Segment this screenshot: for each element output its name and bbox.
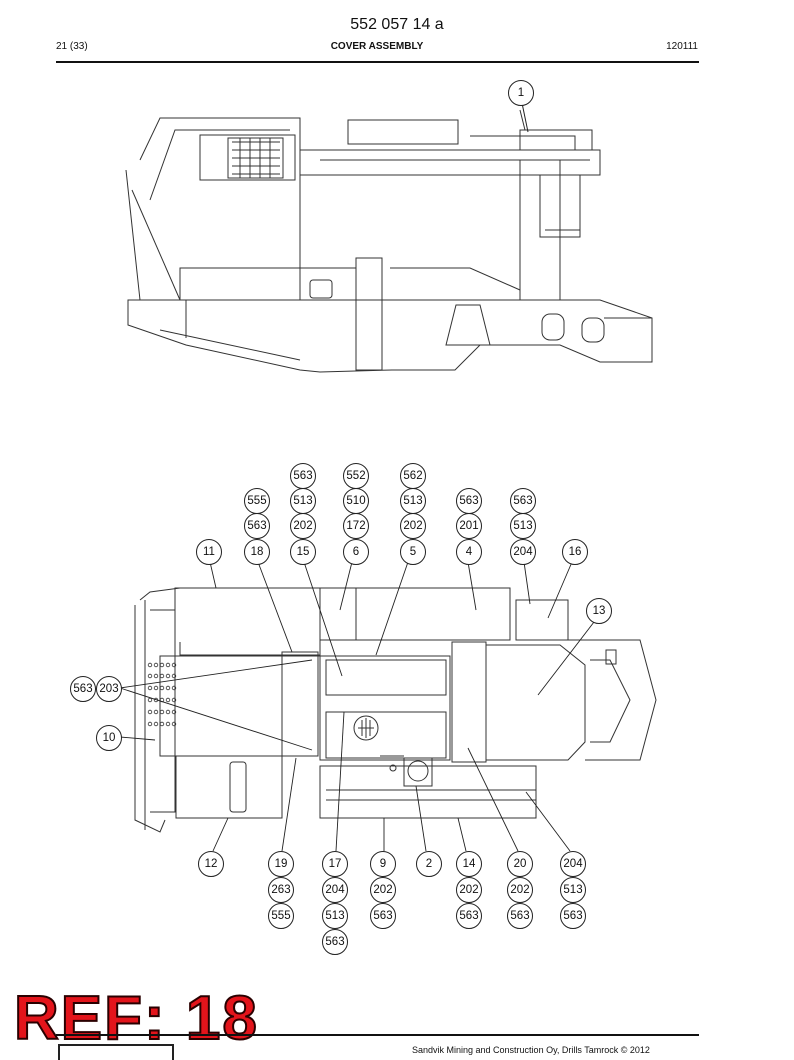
footer-divider	[56, 1034, 699, 1036]
callout-16: 16	[562, 539, 588, 565]
callout-10: 10	[96, 725, 122, 751]
callout-563: 563	[244, 513, 270, 539]
callout-201: 201	[456, 513, 482, 539]
plan-view-drawing	[134, 587, 657, 833]
callout-202: 202	[456, 877, 482, 903]
callout-513: 513	[322, 903, 348, 929]
callout-563: 563	[560, 903, 586, 929]
callout-9: 9	[370, 851, 396, 877]
callout-202: 202	[507, 877, 533, 903]
callout-172: 172	[343, 513, 369, 539]
callout-14: 14	[456, 851, 482, 877]
callout-13: 13	[586, 598, 612, 624]
callout-562: 562	[400, 463, 426, 489]
callout-203: 203	[96, 676, 122, 702]
leader-lines	[119, 561, 595, 852]
callout-555: 555	[244, 488, 270, 514]
reference-stamp: REF: 18	[13, 983, 259, 1054]
callout-563: 563	[70, 676, 96, 702]
callout-6: 6	[343, 539, 369, 565]
document-number: 552 057 14 a	[350, 16, 444, 33]
callout-204: 204	[510, 539, 536, 565]
footer-copyright: Sandvik Mining and Construction Oy, Dril…	[412, 1045, 650, 1055]
callout-1: 1	[508, 80, 534, 106]
callout-563: 563	[370, 903, 396, 929]
page-title: COVER ASSEMBLY	[330, 41, 424, 52]
callout-4: 4	[456, 539, 482, 565]
callout-555: 555	[268, 903, 294, 929]
revision-date: 120111	[666, 41, 698, 52]
callout-563: 563	[290, 463, 316, 489]
callout-5: 5	[400, 539, 426, 565]
page-number: 21 (33)	[56, 41, 88, 52]
header-row: 21 (33) COVER ASSEMBLY 120111	[56, 41, 698, 55]
callout-2: 2	[416, 851, 442, 877]
side-view-drawing	[125, 109, 653, 373]
callout-20: 20	[507, 851, 533, 877]
callout-563: 563	[456, 488, 482, 514]
callout-202: 202	[370, 877, 396, 903]
callout-204: 204	[322, 877, 348, 903]
callout-263: 263	[268, 877, 294, 903]
callout-563: 563	[507, 903, 533, 929]
callout-513: 513	[510, 513, 536, 539]
callout-204: 204	[560, 851, 586, 877]
callout-15: 15	[290, 539, 316, 565]
callout-513: 513	[400, 488, 426, 514]
callout-513: 513	[560, 877, 586, 903]
callout-552: 552	[343, 463, 369, 489]
callout-563: 563	[322, 929, 348, 955]
callout-12: 12	[198, 851, 224, 877]
callout-11: 11	[196, 539, 222, 565]
callout-563: 563	[456, 903, 482, 929]
callout-202: 202	[290, 513, 316, 539]
callout-510: 510	[343, 488, 369, 514]
callout-18: 18	[244, 539, 270, 565]
callout-563: 563	[510, 488, 536, 514]
callout-513: 513	[290, 488, 316, 514]
company-logo	[58, 1044, 174, 1060]
callout-202: 202	[400, 513, 426, 539]
callout-19: 19	[268, 851, 294, 877]
header-divider	[56, 61, 699, 63]
callout-17: 17	[322, 851, 348, 877]
